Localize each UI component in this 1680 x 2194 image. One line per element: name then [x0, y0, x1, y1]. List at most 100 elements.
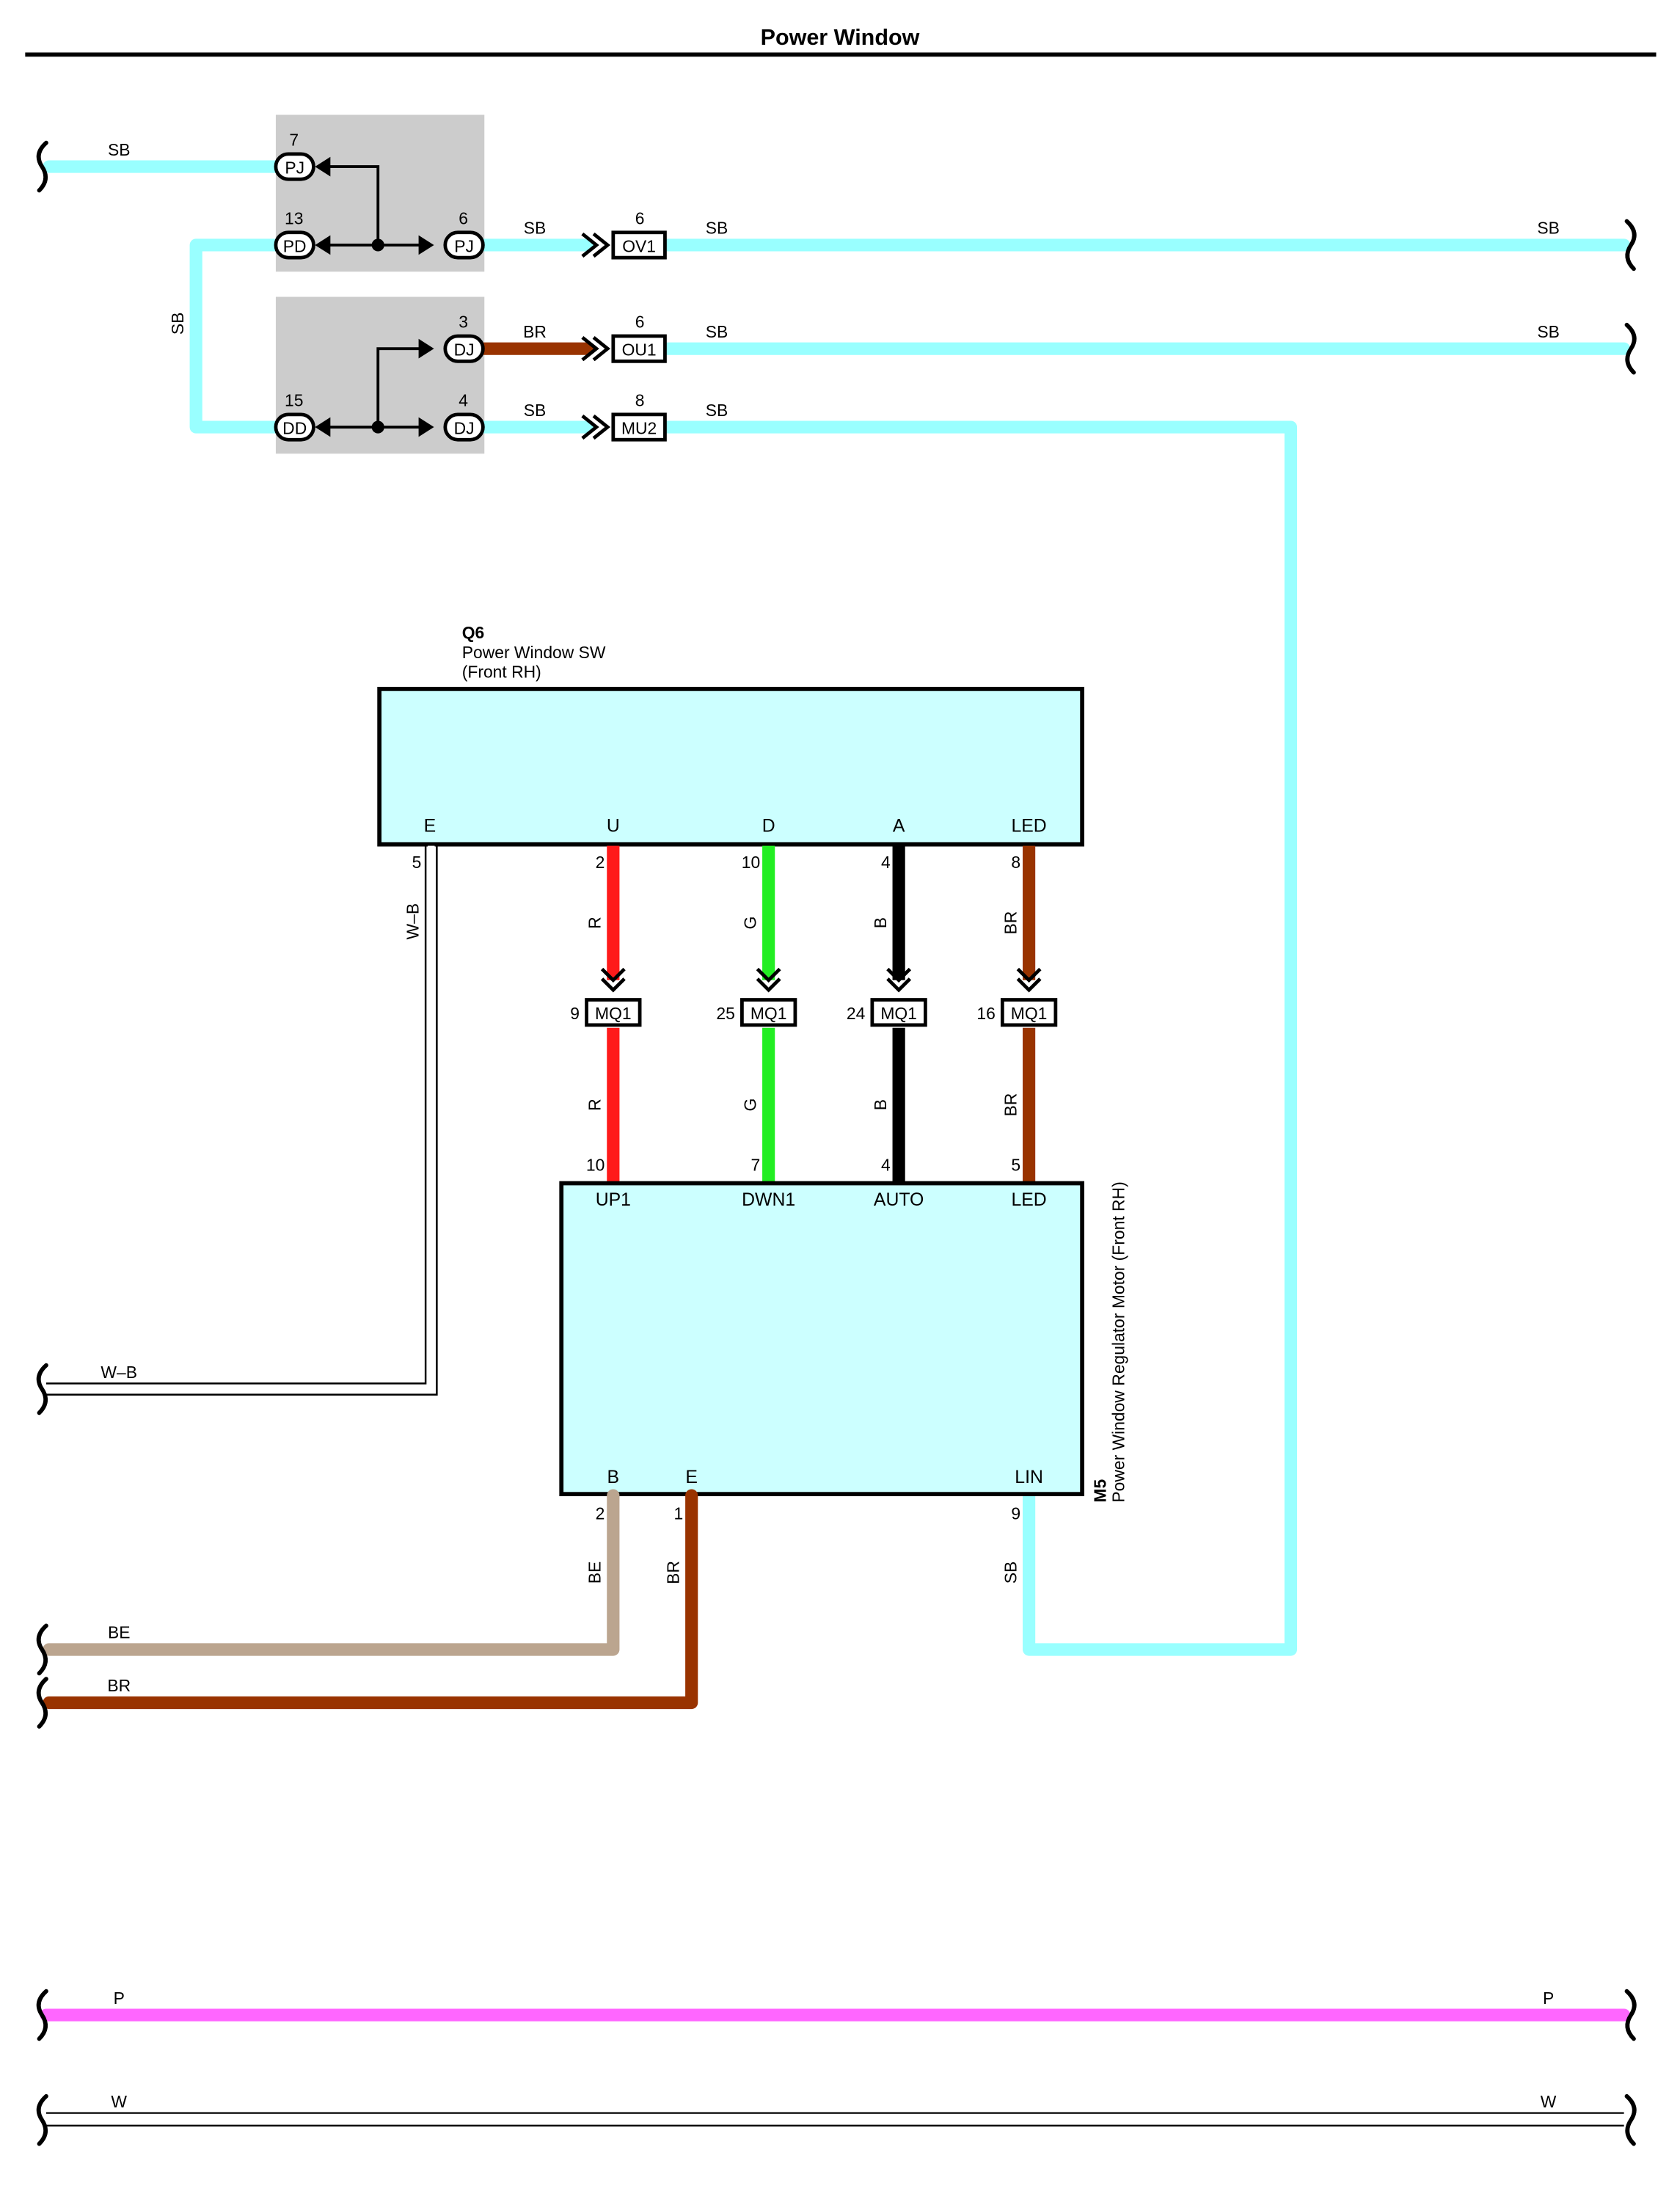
break-left-p: [36, 1989, 48, 2041]
wire-label: SB: [706, 322, 728, 341]
break-right-p: [1624, 1989, 1637, 2041]
terminal-pin: 8: [1011, 853, 1020, 872]
wire-label: SB: [108, 140, 131, 159]
component-body: [377, 687, 1084, 847]
wire-label: W: [111, 2092, 127, 2111]
connector-mq1-25[interactable]: MQ1 25: [716, 967, 797, 1027]
top-wire-labels: SB SB SB SB SB BR SB SB SB SB: [108, 140, 1560, 420]
wire-label: BE: [585, 1561, 605, 1584]
wire-label: SB: [524, 219, 547, 238]
connector-mq1-24[interactable]: MQ1 24: [847, 967, 927, 1027]
terminal-label: D: [762, 817, 775, 837]
wire-wb[interactable]: [45, 845, 438, 1396]
jpin-connector: PJ: [454, 236, 474, 255]
jpin-number: 13: [285, 208, 303, 227]
connector-ov1[interactable]: OV1 6: [581, 208, 667, 260]
component-name: Power Window Regulator Motor (Front RH): [1109, 1181, 1128, 1502]
connector-pin: 16: [976, 1004, 995, 1023]
component-body: [559, 1181, 1084, 1497]
wire-label: SB: [706, 401, 728, 420]
jpin-number: 3: [459, 313, 468, 332]
terminal-pin: 10: [742, 853, 760, 872]
terminal-label: LED: [1011, 1190, 1046, 1210]
connector-name: MQ1: [1011, 1004, 1048, 1023]
wire-label: SB: [168, 313, 187, 335]
junction-arrowheads: [315, 156, 434, 437]
terminal-pin: 2: [596, 853, 605, 872]
break-left-be: [36, 1623, 48, 1676]
wire-label: BR: [523, 322, 547, 341]
break-left-wb: [36, 1363, 48, 1415]
jpin-15: DD 15: [274, 390, 315, 442]
jpin-number: 15: [285, 390, 303, 409]
wire-label: SB: [1537, 219, 1560, 238]
connector-mq1-16[interactable]: MQ1 16: [976, 967, 1058, 1027]
terminal-label: E: [424, 817, 437, 837]
component-name: Power Window SW: [462, 643, 606, 662]
terminal-pin: 1: [674, 1504, 684, 1523]
wire-label: BR: [664, 1561, 683, 1584]
jpin-connector: DJ: [454, 340, 475, 360]
connector-mq1-9[interactable]: MQ1 9: [570, 967, 642, 1027]
terminal-pin: 4: [881, 1155, 891, 1174]
terminal-label: LIN: [1015, 1468, 1043, 1487]
wire-label: G: [740, 916, 759, 930]
wire-label: W–B: [101, 1363, 137, 1382]
component-code: M5: [1091, 1479, 1110, 1503]
signal-wires: [607, 845, 1036, 1184]
connector-pin: 6: [635, 208, 645, 227]
connector-mu2[interactable]: MU2 8: [581, 390, 667, 442]
terminal-label: UP1: [596, 1190, 631, 1210]
wire-w[interactable]: [45, 2112, 1624, 2126]
connector-ou1[interactable]: OU1 6: [581, 313, 667, 363]
wire-label: SB: [1001, 1561, 1020, 1584]
break-right-ov1: [1624, 219, 1637, 271]
terminal-label: DWN1: [742, 1190, 795, 1210]
wire-label: SB: [706, 219, 728, 238]
wire-sb-loop[interactable]: [189, 238, 282, 434]
connector-name: OV1: [622, 236, 656, 255]
jpin-4: DJ 4: [443, 390, 485, 442]
wire-wb-fill: [45, 845, 435, 1393]
wire-label: BR: [1001, 1093, 1020, 1117]
wire-break-symbols: [36, 140, 1637, 2146]
terminal-pin: 5: [1011, 1155, 1020, 1174]
jpin-connector: DD: [282, 419, 307, 438]
sb-wires: [43, 160, 1631, 1656]
terminal-label: LED: [1011, 817, 1046, 837]
connector-name: MU2: [621, 419, 657, 438]
terminal-label: U: [607, 817, 620, 837]
wire-be[interactable]: [43, 1489, 620, 1656]
wire-label: BR: [107, 1676, 131, 1695]
junction-dots: [371, 238, 384, 434]
connector-pin: 6: [635, 313, 645, 332]
wire-label: P: [114, 1989, 125, 2008]
connector-name: MQ1: [750, 1004, 787, 1023]
component-sub: (Front RH): [462, 663, 541, 682]
wire-br-e[interactable]: [43, 1489, 698, 1710]
wire-label: B: [871, 1099, 890, 1110]
jpin-13: PD 13: [274, 208, 315, 260]
wire-label: R: [585, 1098, 605, 1111]
terminal-pin: 5: [412, 853, 422, 872]
terminal-pin: 2: [596, 1504, 605, 1523]
component-m5[interactable]: 10 7 4 5 UP1 DWN1 AUTO LED B E LIN 2 1 9…: [559, 1155, 1128, 1523]
mq1-connectors: MQ1 9 MQ1 25 MQ1 24 MQ1: [570, 967, 1058, 1027]
jpin-number: 4: [459, 390, 468, 409]
wire-sb-mu2-lin[interactable]: [660, 420, 1298, 1656]
page-title: Power Window: [761, 25, 920, 50]
terminal-pin: 4: [881, 853, 891, 872]
connector-pin: 24: [847, 1004, 866, 1023]
connector-name: MQ1: [595, 1004, 632, 1023]
component-q6[interactable]: Q6 Power Window SW (Front RH) E U D A LE…: [377, 623, 1084, 872]
connector-pin: 9: [570, 1004, 580, 1023]
break-left-br: [36, 1677, 48, 1729]
jpin-3: DJ 3: [443, 313, 485, 363]
wire-label: P: [1543, 1989, 1554, 2008]
connector-pin: 8: [635, 390, 645, 409]
wire-label: R: [585, 916, 605, 929]
terminal-label: E: [685, 1468, 698, 1487]
wire-label: W: [1541, 2092, 1557, 2111]
jpin-connector: DJ: [454, 419, 475, 438]
